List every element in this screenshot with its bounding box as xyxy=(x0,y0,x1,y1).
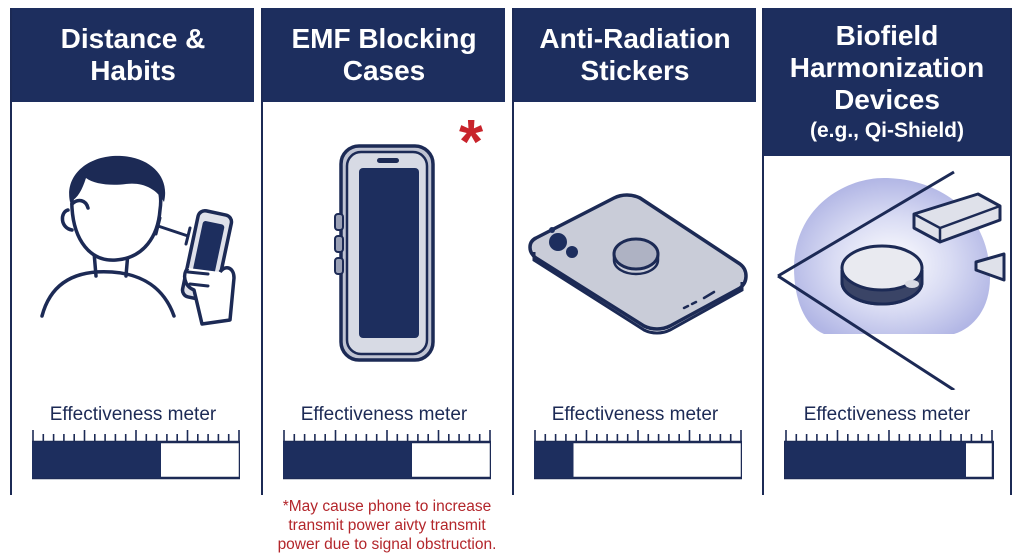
phone-sticker-icon xyxy=(528,193,748,335)
effectiveness-meter xyxy=(283,430,491,480)
effectiveness-meter xyxy=(32,430,240,480)
meter-ticks xyxy=(283,430,491,442)
title-line: Cases xyxy=(342,55,426,86)
meter-fill xyxy=(785,442,966,478)
meter-ticks xyxy=(32,430,240,442)
panel-biofield-devices: Biofield Harmonization Devices (e.g., Qi… xyxy=(762,8,1012,495)
meter-label: Effectiveness meter xyxy=(803,404,971,425)
meter-fill xyxy=(32,442,161,478)
panel-title: EMF Blocking Cases xyxy=(263,8,505,102)
meter-ticks xyxy=(785,430,993,442)
biofield-device-icon xyxy=(777,170,1006,390)
meter-fill xyxy=(534,442,574,478)
title-line: Distance & xyxy=(60,23,206,54)
footnote: *May cause phone to increase transmit po… xyxy=(262,497,512,554)
meter-ticks xyxy=(534,430,742,442)
panel-subtitle: (e.g., Qi-Shield) xyxy=(809,119,964,142)
meter-label: Effectiveness meter xyxy=(551,404,719,425)
person-phone-icon xyxy=(40,155,236,326)
title-line: Stickers xyxy=(580,55,690,86)
effectiveness-meter xyxy=(534,430,742,480)
panel-distance-habits: Distance & Habits Effe xyxy=(10,8,254,495)
panel-title: Anti-Radiation Stickers xyxy=(514,8,756,102)
meter-label: Effectiveness meter xyxy=(49,404,217,425)
footnote-line: power due to signal obstruction. xyxy=(277,536,497,553)
asterisk-marker: * xyxy=(459,108,484,177)
footnote-line: transmit power aivty transmit xyxy=(288,517,486,534)
panel-title: Distance & Habits xyxy=(12,8,254,102)
title-line: EMF Blocking xyxy=(291,23,477,54)
meter-fill xyxy=(283,442,412,478)
panel-emf-blocking-cases: EMF Blocking Cases * Effectiveness meter xyxy=(261,8,505,495)
title-line: Biofield xyxy=(835,20,939,51)
meter-label: Effectiveness meter xyxy=(300,404,468,425)
title-line: Harmonization xyxy=(789,52,985,83)
title-line: Habits xyxy=(90,55,176,86)
title-line: Anti-Radiation xyxy=(539,23,731,54)
phone-case-icon xyxy=(334,144,435,362)
panel-anti-radiation-stickers: Anti-Radiation Stickers Effectiveness me… xyxy=(512,8,756,495)
footnote-line: *May cause phone to increase xyxy=(282,498,492,515)
effectiveness-meter xyxy=(784,430,994,480)
title-line: Devices xyxy=(834,84,940,115)
panel-title: Biofield Harmonization Devices (e.g., Qi… xyxy=(764,8,1010,156)
